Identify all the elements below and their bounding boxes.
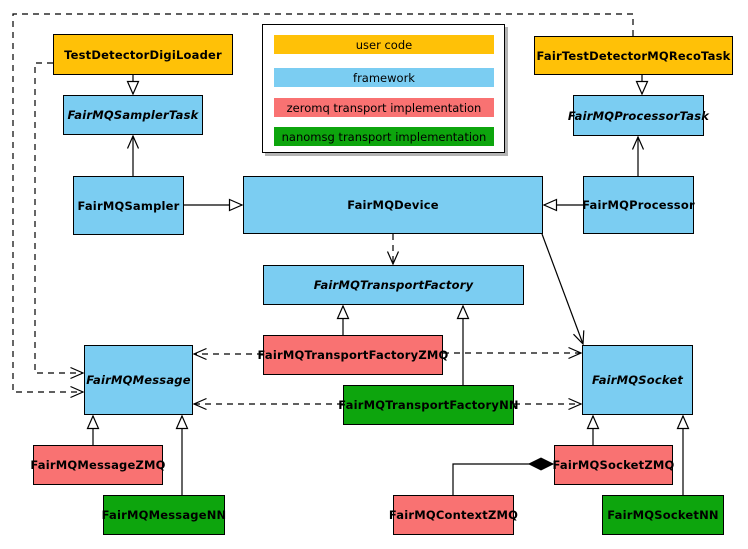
node-label: FairMQTransportFactoryZMQ — [257, 348, 449, 362]
legend-item-label: nanomsg transport implementation — [281, 129, 487, 144]
node-fairmq-socket-zmq: FairMQSocketZMQ — [552, 445, 675, 485]
node-label: FairMQMessageZMQ — [30, 458, 166, 472]
node-fairmq-message-zmq: FairMQMessageZMQ — [30, 445, 166, 485]
node-fairmq-device: FairMQDevice — [243, 176, 543, 234]
node-fairmq-sampler-task: FairMQSamplerTask — [63, 95, 203, 135]
legend-item-nanomsg: nanomsg transport implementation — [274, 127, 494, 146]
node-label: FairMQDevice — [347, 198, 439, 212]
edge-recotask-to-message — [12, 13, 634, 399]
node-fairmq-transport-factory: FairMQTransportFactory — [263, 265, 524, 305]
legend-item-framework: framework — [274, 68, 494, 87]
node-label: FairMQProcessor — [582, 198, 695, 212]
node-label: FairMQTransportFactoryNN — [338, 398, 519, 412]
node-label: FairMQSocketZMQ — [552, 458, 675, 472]
node-test-detector-digi-loader: TestDetectorDigiLoader — [53, 34, 233, 75]
legend-item-label: framework — [353, 70, 415, 85]
node-fairmq-processor-task: FairMQProcessorTask — [568, 95, 709, 136]
legend-item-zeromq: zeromq transport implementation — [274, 98, 494, 117]
node-fairmq-message-nn: FairMQMessageNN — [101, 495, 227, 535]
node-fairmq-context-zmq: FairMQContextZMQ — [389, 495, 518, 535]
node-label: FairMQTransportFactory — [313, 278, 474, 292]
edge-digiloader-to-message — [34, 62, 85, 380]
edge-device-to-socket — [541, 233, 585, 346]
node-label: FairMQSocket — [591, 373, 684, 387]
legend-item-label: zeromq transport implementation — [286, 100, 482, 115]
node-fairmq-processor: FairMQProcessor — [582, 176, 695, 234]
legend-item-label: user code — [355, 37, 413, 52]
node-label: FairMQContextZMQ — [388, 508, 519, 522]
node-fair-test-detector-mq-reco-task: FairTestDetectorMQRecoTask — [534, 36, 733, 75]
node-label: FairMQProcessorTask — [567, 108, 710, 123]
node-fairmq-transport-factory-zmq: FairMQTransportFactoryZMQ — [258, 335, 448, 375]
legend: user code framework zeromq transport imple… — [262, 24, 505, 153]
node-fairmq-message: FairMQMessage — [84, 345, 193, 415]
node-label: FairMQSocketNN — [607, 508, 719, 522]
node-label: FairMQSampler — [77, 198, 180, 213]
node-label: FairMQSamplerTask — [67, 108, 199, 122]
legend-item-user-code: user code — [274, 35, 494, 54]
node-label: FairMQMessageNN — [101, 508, 227, 522]
node-fairmq-transport-factory-nn: FairMQTransportFactoryNN — [338, 385, 519, 425]
node-fairmq-socket-nn: FairMQSocketNN — [602, 495, 724, 535]
node-label: FairMQMessage — [86, 373, 191, 387]
node-fairmq-socket: FairMQSocket — [582, 345, 693, 415]
node-label: FairTestDetectorMQRecoTask — [536, 48, 731, 63]
node-fairmq-sampler: FairMQSampler — [73, 176, 184, 235]
edge-contextzmq-to-socketzmq — [452, 464, 553, 495]
node-label: TestDetectorDigiLoader — [64, 47, 222, 62]
